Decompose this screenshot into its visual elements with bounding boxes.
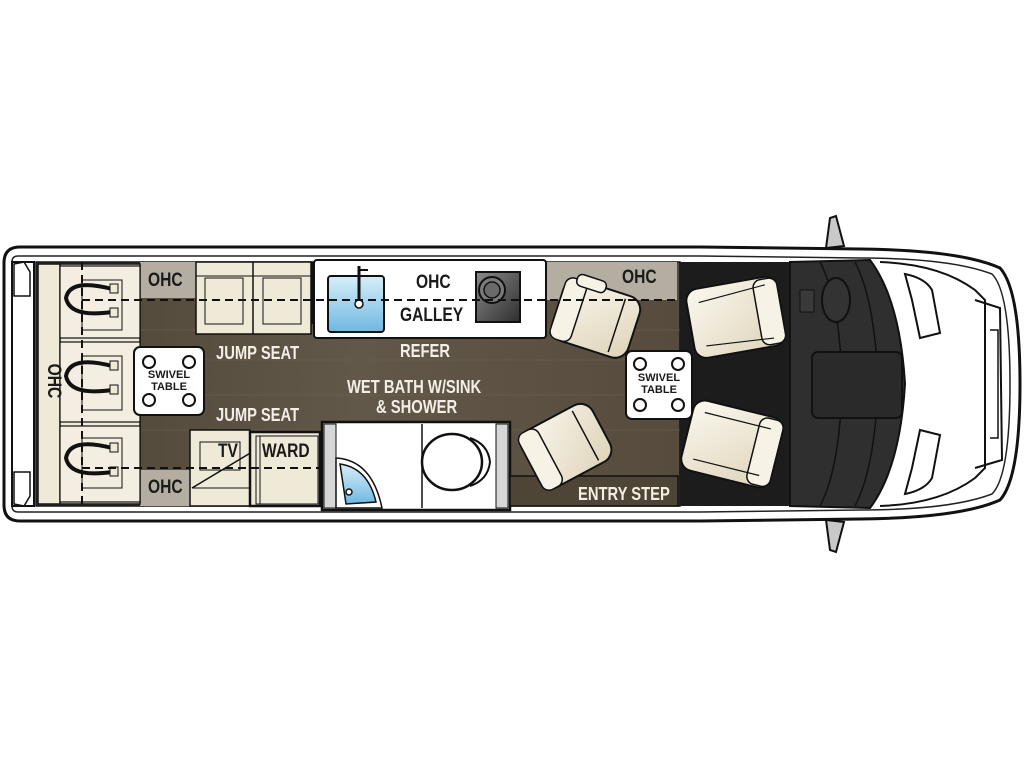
label-swivel-table-rear: SWIVEL TABLE: [146, 369, 192, 393]
ohc-dashed-lines: [81, 262, 676, 506]
label-wet-bath-line1: WET BATH W/SINK: [347, 377, 482, 397]
headlight-top: [903, 272, 942, 340]
ohc-band-rear-bottom: [140, 470, 190, 506]
label-ohc-rear-top: OHC: [148, 270, 183, 291]
rear-seating: [37, 263, 141, 505]
seatbelt-3: [63, 442, 114, 476]
cab-seat-driver: [685, 275, 787, 359]
jump-seat-top: [195, 261, 312, 335]
cab-seat-passenger: [680, 399, 784, 489]
label-swivel-front-line1: SWIVEL: [637, 372, 681, 384]
swivel-chair-bottom: [517, 402, 613, 491]
entry-step: [509, 475, 679, 507]
label-galley: GALLEY: [400, 305, 464, 326]
label-wet-bath-line2: & SHOWER: [376, 397, 458, 417]
toilet: [420, 432, 484, 492]
seatbelt-1: [63, 283, 114, 316]
center-console: [811, 351, 903, 419]
label-tv: TV: [218, 441, 238, 462]
swivel-table-front: [625, 350, 693, 420]
mirror-bottom: [824, 518, 846, 554]
wet-bath: [320, 420, 512, 512]
label-entry-step: ENTRY STEP: [578, 484, 670, 504]
label-swivel-table-front: SWIVEL TABLE: [636, 372, 682, 396]
label-swivel-rear-line1: SWIVEL: [147, 369, 191, 381]
label-jump-seat-top: JUMP SEAT: [216, 343, 300, 363]
label-ohc-galley: OHC: [416, 272, 451, 293]
steering-wheel: [821, 277, 851, 323]
headlight-bottom: [903, 428, 942, 496]
mirror-top: [824, 214, 846, 250]
galley: [311, 259, 547, 339]
label-swivel-rear-line2: TABLE: [151, 381, 187, 393]
swivel-table-rear: [133, 346, 205, 416]
label-swivel-front-line2: TABLE: [641, 384, 677, 396]
label-ohc-rear-bottom: OHC: [148, 477, 183, 498]
label-ohc-rear-wall: OHC: [43, 363, 65, 399]
label-jump-seat-bottom: JUMP SEAT: [216, 405, 300, 425]
label-refer: REFER: [400, 341, 451, 361]
label-ward: WARD: [262, 441, 310, 462]
seatbelt-2: [63, 360, 114, 394]
ohc-band-rear-top: [140, 262, 196, 298]
label-ohc-front: OHC: [622, 267, 657, 288]
